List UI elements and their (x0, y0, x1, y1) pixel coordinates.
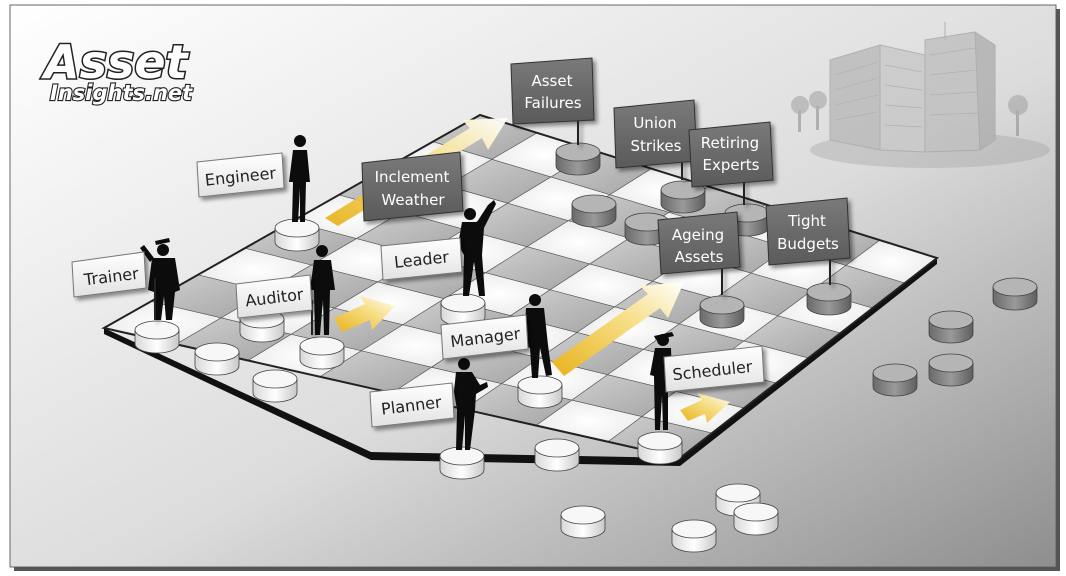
retiring-experts-sign: Retiring Experts (688, 121, 774, 205)
asset-failures-sign: Asset Failures (510, 57, 595, 145)
manager-figure (524, 294, 552, 378)
light-game-piece (252, 369, 298, 403)
light-game-piece (560, 505, 606, 539)
union-strikes-line2: Strikes (631, 137, 682, 155)
auditor-figure (310, 245, 335, 335)
inclement-weather-sign: Inclement Weather (361, 151, 464, 222)
tight-budgets-sign: Tight Budgets (765, 197, 851, 285)
people (140, 135, 674, 450)
light-game-piece (274, 218, 320, 252)
light-game-piece (299, 336, 345, 370)
logo-line1: Asset (41, 35, 190, 89)
light-game-piece (534, 438, 580, 472)
dark-game-piece (806, 282, 852, 316)
union-strikes-line1: Union (633, 114, 676, 132)
light-game-piece (134, 320, 180, 354)
engineer-figure (289, 135, 310, 222)
trainer-sign: Trainer (71, 251, 156, 320)
scheduler-sign: Scheduler (663, 345, 765, 393)
union-strikes-sign: Union Strikes (613, 99, 698, 180)
planner-sign: Planner (369, 382, 455, 428)
auditor-sign: Auditor (235, 274, 313, 335)
asset-failures-line1: Asset (531, 72, 572, 90)
arrow-auditor (334, 296, 395, 332)
dark-game-piece (571, 194, 617, 228)
frame-shadow (14, 567, 1060, 571)
planner-figure (454, 358, 488, 450)
dark-game-piece (699, 295, 745, 329)
role-signs: Trainer Engineer Auditor Leader Manager … (71, 152, 765, 428)
leader-sign: Leader (380, 237, 463, 281)
engineer-sign: Engineer (196, 152, 285, 198)
light-game-piece (637, 431, 683, 465)
tight-budgets-line2: Budgets (777, 235, 839, 253)
light-game-piece (517, 375, 563, 409)
board-outline (101, 113, 940, 460)
light-game-piece (733, 502, 779, 536)
arrow-manager (552, 282, 684, 376)
inclement-weather-line1: Inclement (375, 168, 450, 186)
ageing-assets-sign: Ageing Assets (657, 211, 741, 295)
light-game-piece (194, 342, 240, 376)
manager-sign: Manager (440, 314, 529, 360)
challenge-signs: Asset Failures Union Strikes Retiring Ex… (361, 57, 851, 295)
inclement-weather-line2: Weather (381, 191, 445, 209)
logo-line2: Insights.net (50, 81, 193, 105)
dark-game-piece (872, 363, 918, 397)
light-game-piece (671, 519, 717, 553)
asset-failures-line2: Failures (524, 94, 581, 112)
retiring-experts-line2: Experts (703, 156, 760, 174)
ageing-assets-line2: Assets (675, 248, 724, 266)
frame-shadow-right (1056, 9, 1060, 571)
light-game-piece (439, 446, 485, 480)
dark-game-piece (928, 353, 974, 387)
city-buildings-image (791, 22, 1050, 168)
dark-game-piece (992, 277, 1038, 311)
dark-game-piece (928, 310, 974, 344)
retiring-experts-line1: Retiring (701, 134, 759, 152)
tight-budgets-line1: Tight (787, 212, 826, 230)
ageing-assets-line1: Ageing (672, 226, 724, 244)
board-pieces (134, 142, 1038, 553)
dark-game-piece (555, 142, 601, 176)
leader-figure (458, 200, 496, 296)
arrow-scheduler (680, 393, 730, 423)
asset-insights-logo: Asset Insights.net (40, 34, 195, 107)
